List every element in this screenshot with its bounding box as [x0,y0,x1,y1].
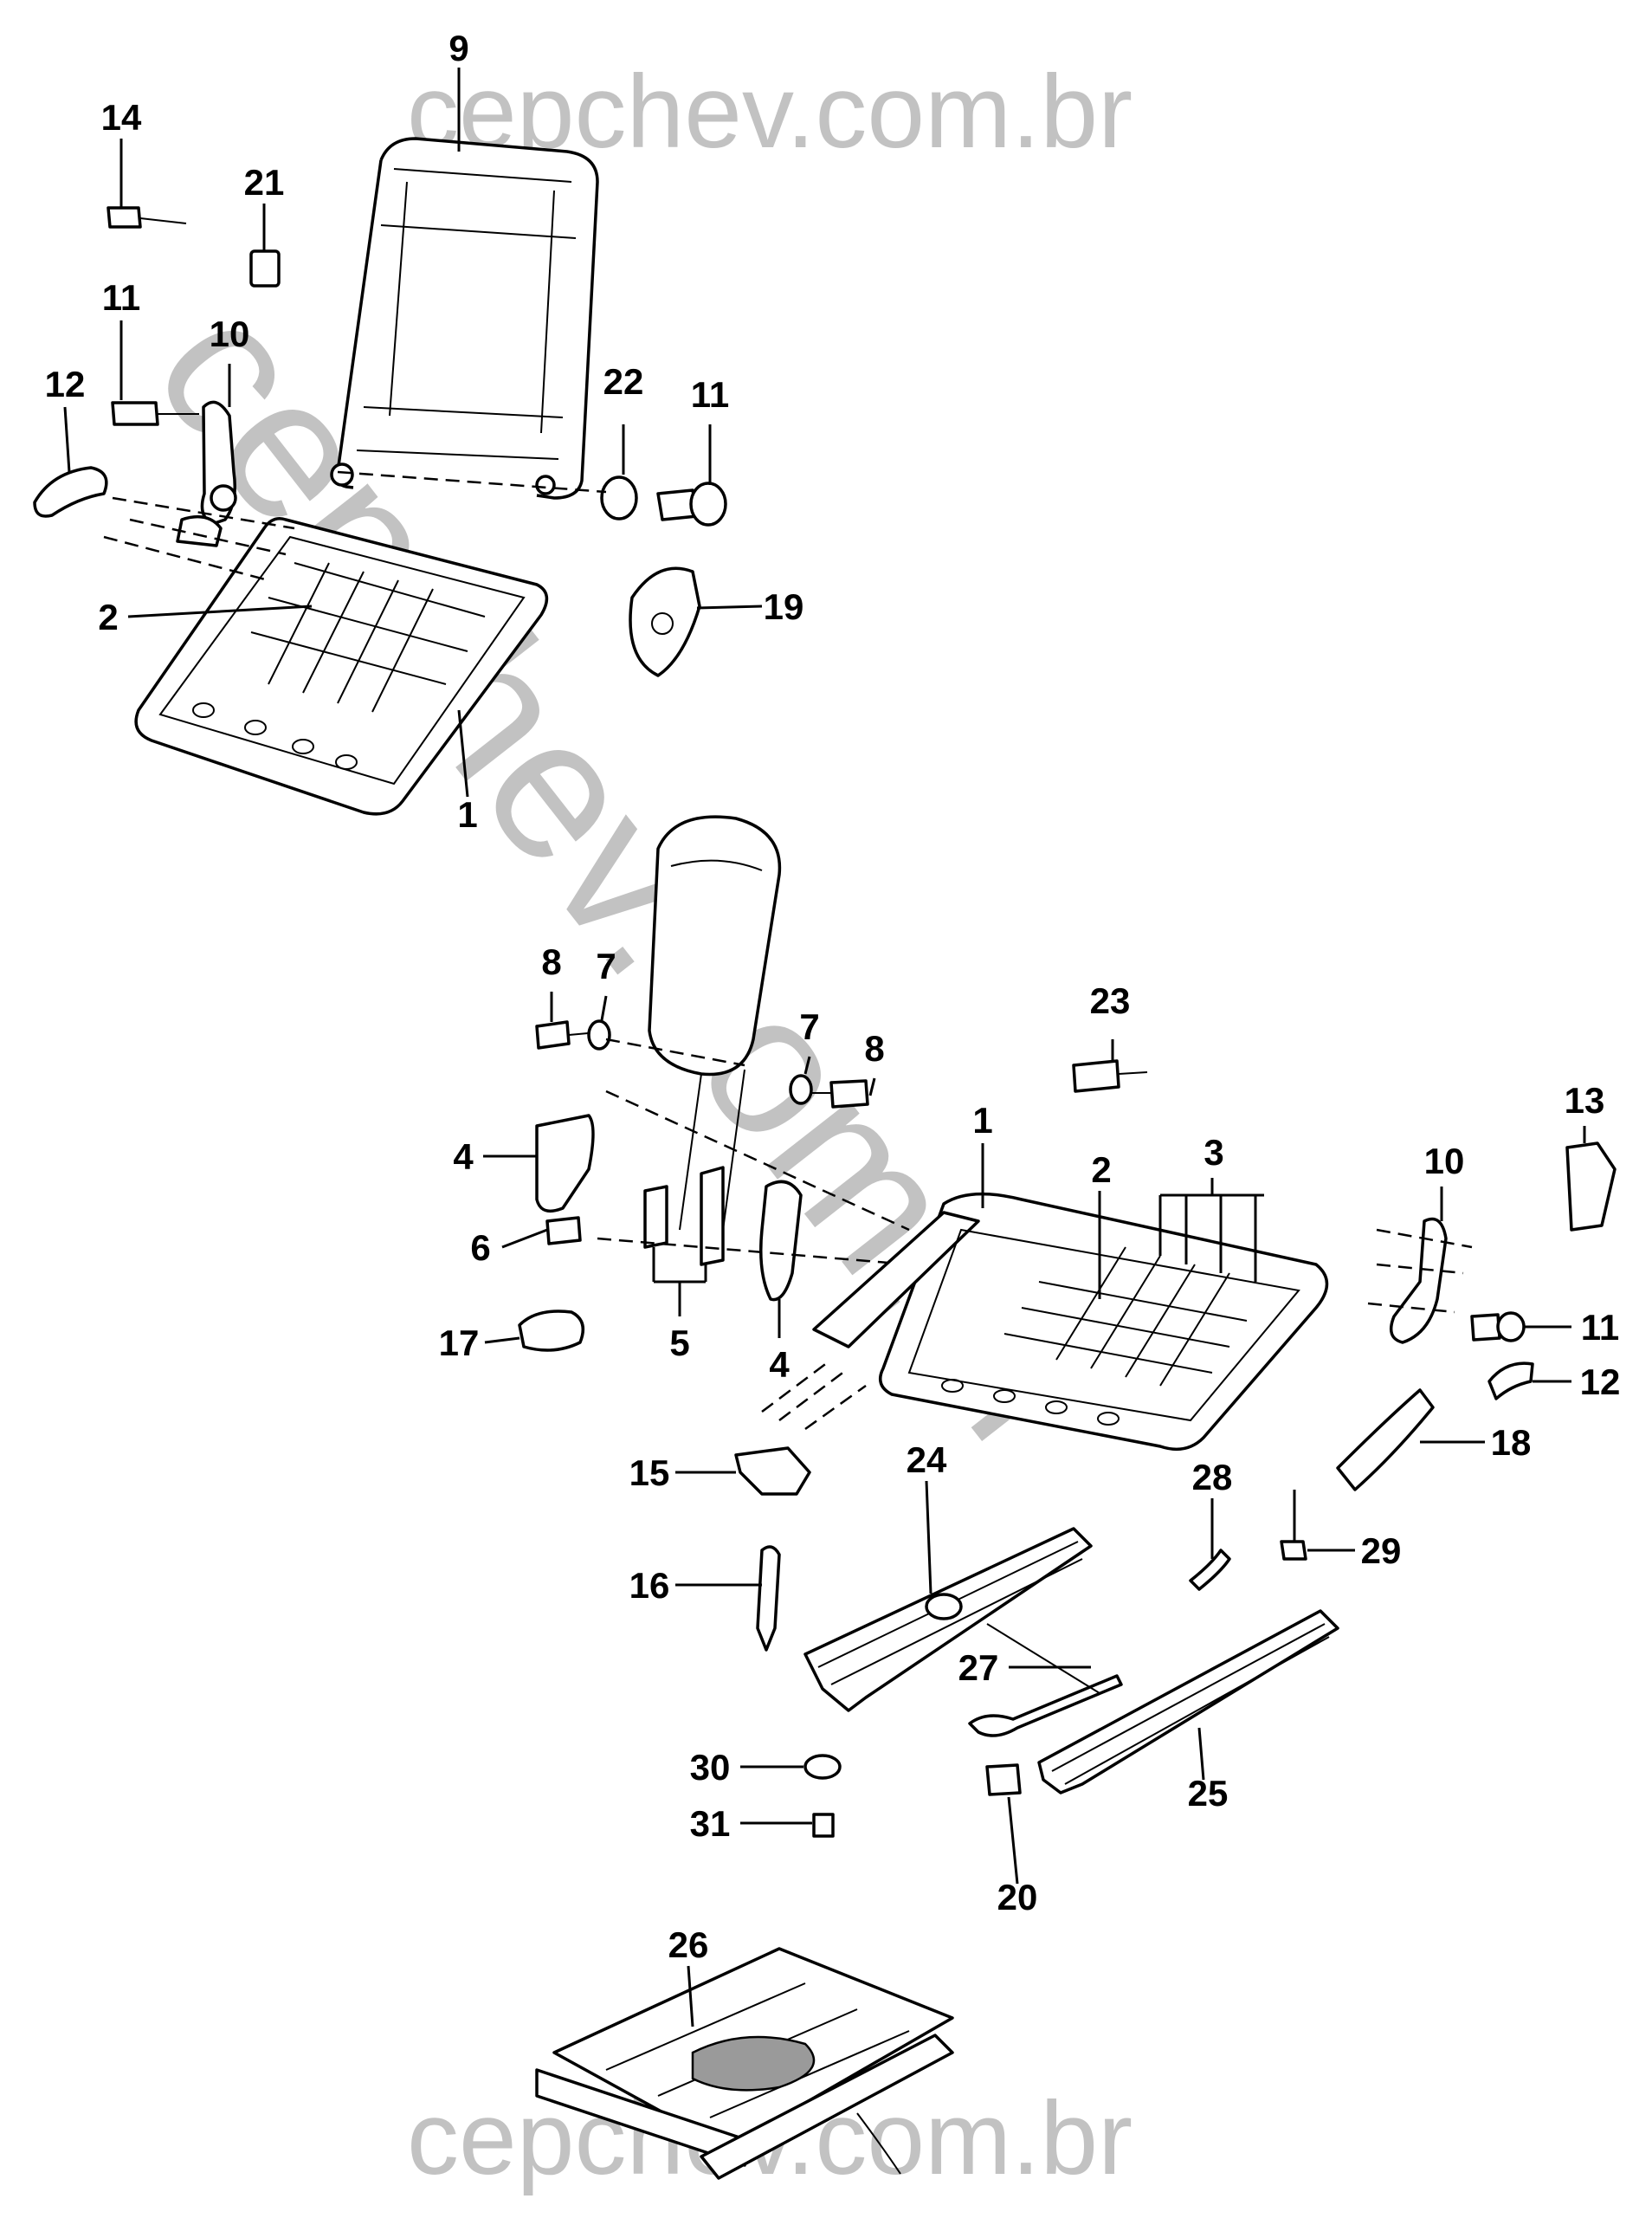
clip-7-right [789,1074,813,1105]
guide-4-right [759,1180,803,1302]
spring-28 [1189,1549,1231,1591]
callout-11-upper-right: 11 [691,374,729,415]
callout-22: 22 [603,361,644,402]
pin-16 [756,1545,781,1652]
bracket-19 [629,566,701,677]
cover-13 [1565,1141,1617,1232]
screw-6 [545,1216,582,1245]
callout-29: 29 [1361,1530,1402,1571]
bolt-11-upper-right [689,482,727,527]
callout-1-lower: 1 [972,1100,992,1141]
callout-14: 14 [101,97,142,138]
callout-21: 21 [244,162,285,203]
callout-8-right: 8 [864,1028,884,1069]
callout-5: 5 [669,1322,689,1363]
callout-7-left: 7 [596,946,616,986]
callout-8-left: 8 [541,941,561,982]
callout-30: 30 [690,1747,731,1788]
stud-23 [1072,1059,1120,1093]
callout-18: 18 [1491,1422,1532,1463]
callout-9: 9 [448,28,468,68]
callout-16: 16 [629,1565,670,1606]
headrest [648,815,782,1077]
callout-25: 25 [1188,1773,1229,1814]
grommet-17 [518,1310,585,1352]
callout-11-topleft: 11 [102,277,140,318]
bolt-8-right [829,1079,869,1109]
seat-adjuster-26 [535,1947,954,2180]
callout-12-right: 12 [1580,1361,1621,1402]
guide-5a [643,1185,668,1249]
clip-21 [249,249,281,288]
callout-24: 24 [907,1439,947,1480]
track-25 [1037,1609,1339,1794]
guide-5b [700,1166,725,1266]
seat-tracks [734,1359,1339,1838]
callout-20: 20 [997,1877,1038,1917]
seat-pan-lower [812,1192,1329,1452]
callout-1-upper: 1 [457,794,477,835]
callout-27: 27 [958,1647,999,1688]
callout-13: 13 [1565,1080,1605,1121]
bolt-20 [985,1763,1022,1796]
callout-3: 3 [1204,1132,1223,1173]
callout-2-lower: 2 [1091,1149,1111,1190]
handle-12-right [1487,1361,1534,1400]
leader-lines [63,68,1586,2027]
callout-labels: 9 14 21 11 10 12 22 11 2 19 1 8 7 7 8 23… [45,28,1621,1965]
seat-pan-upper [134,517,549,816]
nut-29 [1280,1540,1307,1561]
callout-2-upper: 2 [98,597,118,637]
callout-12-upper: 12 [45,364,86,404]
washer-22 [600,475,638,521]
callout-7-right: 7 [799,1006,819,1047]
bolt-8-left [535,1020,571,1050]
recliner-handle-upper [33,466,108,518]
callout-11-right: 11 [1581,1307,1619,1348]
callout-19: 19 [764,586,804,627]
callout-4-right: 4 [769,1344,790,1385]
release-handle-27 [968,1674,1123,1737]
bolt-11-upper [111,401,159,426]
screw-31 [812,1813,835,1838]
callout-26: 26 [668,1924,709,1965]
right-hardware [1072,1059,1617,1491]
callout-15: 15 [629,1452,670,1493]
callout-4-left: 4 [453,1136,474,1177]
washer-30 [803,1754,842,1780]
callout-10-upper: 10 [210,314,250,354]
callout-17: 17 [439,1322,480,1363]
guide-4-left [535,1114,595,1213]
foot-cover-15 [734,1446,811,1496]
hinge-bracket-right [1389,1217,1448,1344]
headrest-group [518,815,910,1352]
clip-7-left [587,1019,611,1051]
bolt-11-right [1470,1313,1501,1342]
screw-14 [106,206,142,229]
trim-18 [1336,1388,1435,1491]
callout-23: 23 [1090,980,1131,1021]
callout-6: 6 [470,1227,490,1268]
callout-28: 28 [1192,1457,1233,1497]
seat-back-frame [330,137,599,500]
callout-10-right: 10 [1424,1141,1465,1181]
callout-31: 31 [690,1803,731,1844]
upper-hardware [33,206,727,677]
